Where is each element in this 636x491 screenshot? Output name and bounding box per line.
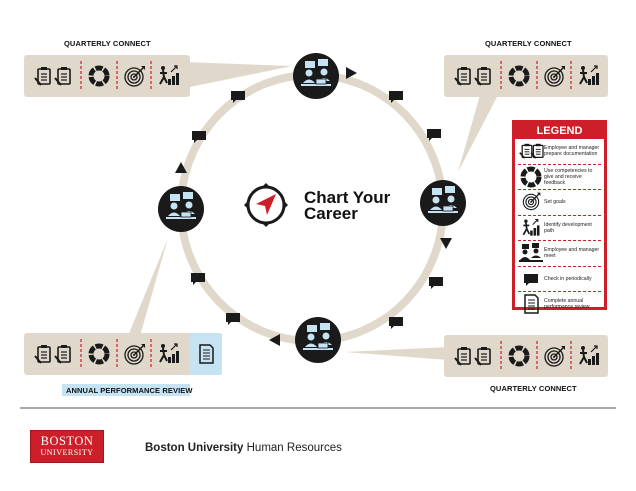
development-path-icon xyxy=(522,218,541,237)
legend: LEGEND Employee and manager prepare docu… xyxy=(512,120,607,314)
panel-top-right xyxy=(444,55,608,97)
meeting-icon xyxy=(294,316,342,364)
compass-icon xyxy=(244,183,288,227)
page-title: Chart Your Career xyxy=(304,188,391,223)
panel-bottom-left xyxy=(24,333,222,375)
target-icon xyxy=(522,192,541,211)
panel-bottom-right xyxy=(444,335,608,377)
legend-item: Set goals xyxy=(518,190,601,216)
panel-label-bottom-left: ANNUAL PERFORMANCE REVIEW xyxy=(66,386,193,395)
callout-wedge-top-right xyxy=(458,95,498,172)
arrow-down-icon xyxy=(440,238,452,249)
meeting-icon xyxy=(519,243,543,263)
panel-top-left xyxy=(24,55,190,97)
legend-title: LEGEND xyxy=(515,123,604,139)
speech-bubble-icon xyxy=(226,313,240,325)
speech-bubble-icon xyxy=(427,129,441,141)
meeting-icon xyxy=(419,179,467,227)
speech-bubble-icon xyxy=(429,277,443,289)
legend-item: Use competencies to give and receive fee… xyxy=(518,165,601,190)
legend-item: Employee and manager meet xyxy=(518,241,601,267)
meeting-icon xyxy=(157,185,205,233)
arrow-up-icon xyxy=(175,162,187,173)
legend-item: Complete annual performance review xyxy=(518,292,601,317)
speech-bubble-icon xyxy=(524,273,538,286)
panel-label-top-left: QUARTERLY CONNECT xyxy=(64,39,151,48)
callout-wedge-bottom-left xyxy=(128,238,168,336)
footer-org-name: Boston University Human Resources xyxy=(145,442,342,454)
document-icon xyxy=(524,294,539,314)
callout-wedge-top-left xyxy=(185,62,292,88)
clipboards-icon xyxy=(518,143,544,160)
legend-item: Check in periodically xyxy=(518,267,601,292)
legend-item: Employee and manager prepare documentati… xyxy=(518,139,601,165)
callout-wedge-bottom-right xyxy=(345,347,448,360)
annual-label-bg xyxy=(62,384,190,396)
legend-item: Identify development path xyxy=(518,216,601,241)
arrow-right-icon xyxy=(346,67,357,79)
arrow-left-icon xyxy=(269,334,280,346)
panel-label-bottom-right: QUARTERLY CONNECT xyxy=(490,384,577,393)
competency-ring-icon xyxy=(518,166,544,188)
panel-label-top-right: QUARTERLY CONNECT xyxy=(485,39,572,48)
speech-bubble-icon xyxy=(389,317,403,329)
boston-university-logo: BOSTON UNIVERSITY xyxy=(30,430,104,463)
meeting-icon xyxy=(292,52,340,100)
